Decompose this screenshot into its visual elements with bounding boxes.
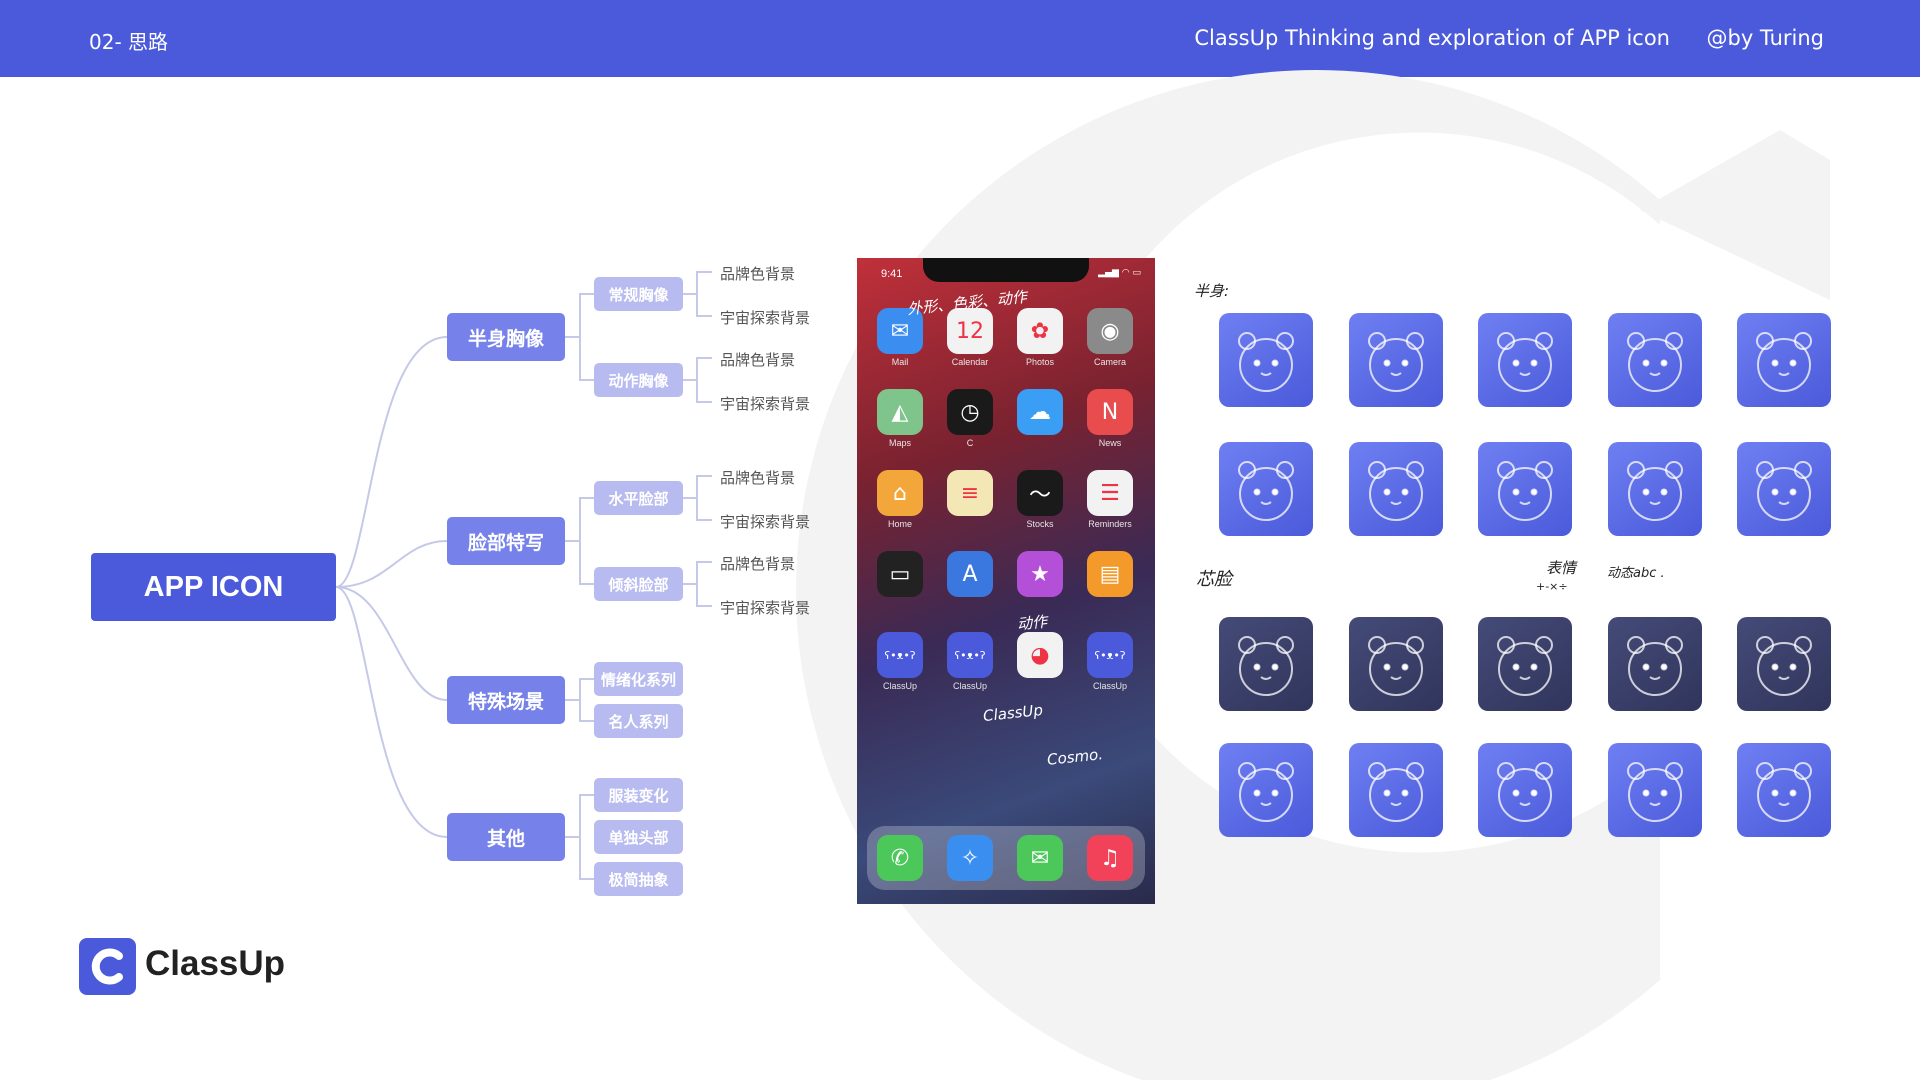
branch-other: 其他: [447, 813, 565, 861]
app-label: ClassUp: [952, 681, 987, 691]
bear-icon-sketch-tile: [1607, 442, 1702, 536]
section-label: 02- 思路: [89, 30, 169, 54]
branch-special-scene: 特殊场景: [447, 676, 565, 724]
music-icon[interactable]: ♫: [1087, 835, 1133, 881]
phone-icon[interactable]: ✆: [877, 835, 923, 881]
app-label: Calendar: [951, 357, 989, 367]
notes-icon[interactable]: ≡: [947, 470, 993, 516]
app-label: Home: [887, 519, 912, 529]
bear-icon-sketch-tile: [1219, 313, 1313, 407]
grid-note: 半身:: [1194, 282, 1230, 300]
bear-icon-sketch-tile: [1478, 442, 1572, 536]
app-label: C: [966, 438, 974, 448]
bear-icon-sketch-tile: [1348, 442, 1443, 536]
app-label: Mail: [891, 357, 909, 367]
handwritten-note: Cosmo.: [1046, 745, 1104, 769]
handwritten-note: ClassUp: [982, 700, 1044, 726]
app-label: Maps: [888, 438, 911, 448]
mail-icon[interactable]: ✉: [877, 308, 923, 354]
mindmap-root-node: APP ICON: [91, 553, 336, 621]
page-title: ClassUp Thinking and exploration of APP …: [1194, 26, 1670, 50]
safari-icon[interactable]: ✧: [947, 835, 993, 881]
bear-icon-sketch-tile: [1219, 617, 1313, 711]
bear-icon-sketch-tile: [1219, 442, 1313, 536]
sub-emotional-series: 情绪化系列: [594, 662, 683, 696]
sub-celebrity-series: 名人系列: [594, 704, 683, 738]
leaf-space-bg: 宇宙探索背景: [720, 309, 811, 327]
bear-icon-sketch-tile: [1478, 743, 1572, 837]
calendar-icon[interactable]: 12: [947, 308, 993, 354]
bear-icon-sketch-tile: [1737, 617, 1831, 711]
classup-logo-icon: [79, 938, 136, 995]
bear-icon-sketch-tile: [1737, 442, 1831, 536]
phone-time: 9:41: [881, 268, 903, 280]
grid-note: +-×÷: [1536, 580, 1568, 593]
bear-icon-sketch-tile: [1348, 617, 1443, 711]
bear-icon-sketch-tile: [1219, 743, 1313, 837]
app-label: Photos: [1025, 357, 1055, 367]
app-label: ClassUp: [1092, 681, 1127, 691]
bear-icon-sketch-tile: [1478, 313, 1572, 407]
sub-clothing-change: 服装变化: [594, 778, 683, 812]
camera-icon[interactable]: ◉: [1087, 308, 1133, 354]
classup-logo-text: ClassUp: [145, 944, 286, 983]
weather-icon[interactable]: ☁: [1017, 389, 1063, 435]
sub-minimal-abstract: 极简抽象: [594, 862, 683, 896]
leaf-space-bg: 宇宙探索背景: [720, 395, 811, 413]
messages-icon[interactable]: ✉: [1017, 835, 1063, 881]
bear-icon-sketch-tile: [1607, 313, 1702, 407]
bear-app-icon[interactable]: ʕ•ᴥ•ʔ: [1087, 632, 1133, 678]
sub-head-only: 单独头部: [594, 820, 683, 854]
books-icon[interactable]: ▤: [1087, 551, 1133, 597]
phone-notch: [923, 258, 1089, 282]
leaf-space-bg: 宇宙探索背景: [720, 599, 811, 617]
bear-icon-sketch-tile: [1737, 743, 1831, 837]
app-label: ClassUp: [882, 681, 917, 691]
sub-regular-bust: 常规胸像: [594, 277, 683, 311]
branch-face-closeup: 脸部特写: [447, 517, 565, 565]
app-label: Stocks: [1026, 519, 1054, 529]
header-bar: 02- 思路 ClassUp Thinking and exploration …: [0, 0, 1920, 77]
itunes-star-icon[interactable]: ★: [1017, 551, 1063, 597]
sub-tilted-face: 倾斜脸部: [594, 567, 683, 601]
leaf-space-bg: 宇宙探索背景: [720, 513, 811, 531]
qq-penguin-icon[interactable]: ◕: [1017, 632, 1063, 678]
bear-icon-sketch-tile: [1737, 313, 1831, 407]
grid-note: 表情: [1546, 559, 1577, 577]
maps-icon[interactable]: ◭: [877, 389, 923, 435]
leaf-brand-bg: 品牌色背景: [720, 469, 796, 487]
grid-note: 动态abc .: [1607, 566, 1665, 581]
reminders-icon[interactable]: ☰: [1087, 470, 1133, 516]
handwritten-note: 动作: [1016, 612, 1048, 634]
home-icon[interactable]: ⌂: [877, 470, 923, 516]
leaf-brand-bg: 品牌色背景: [720, 555, 796, 573]
sub-action-bust: 动作胸像: [594, 363, 683, 397]
bear-icon-sketch-tile: [1348, 743, 1443, 837]
grid-note: 芯脸: [1196, 569, 1232, 590]
bear-app-icon[interactable]: ʕ•ᴥ•ʔ: [877, 632, 923, 678]
bear-icon-sketch-tile: [1607, 743, 1702, 837]
bear-icon-sketch-tile: [1348, 313, 1443, 407]
photos-icon[interactable]: ✿: [1017, 308, 1063, 354]
clock-icon[interactable]: ◷: [947, 389, 993, 435]
sub-horizontal-face: 水平脸部: [594, 481, 683, 515]
appstore-icon[interactable]: A: [947, 551, 993, 597]
news-icon[interactable]: N: [1087, 389, 1133, 435]
app-label: News: [1098, 438, 1122, 448]
app-label: Reminders: [1088, 519, 1132, 529]
bear-icon-sketch-tile: [1607, 617, 1702, 711]
status-icons: ▂▄▆ ◠ ▭: [1098, 268, 1141, 278]
bear-app-icon[interactable]: ʕ•ᴥ•ʔ: [947, 632, 993, 678]
leaf-brand-bg: 品牌色背景: [720, 265, 796, 283]
app-label: Camera: [1093, 357, 1126, 367]
tv-icon[interactable]: ▭: [877, 551, 923, 597]
author-credit: @by Turing: [1706, 26, 1825, 50]
leaf-brand-bg: 品牌色背景: [720, 351, 796, 369]
bear-icon-sketch-tile: [1478, 617, 1572, 711]
branch-half-body: 半身胸像: [447, 313, 565, 361]
stocks-icon[interactable]: 〜: [1017, 470, 1063, 516]
